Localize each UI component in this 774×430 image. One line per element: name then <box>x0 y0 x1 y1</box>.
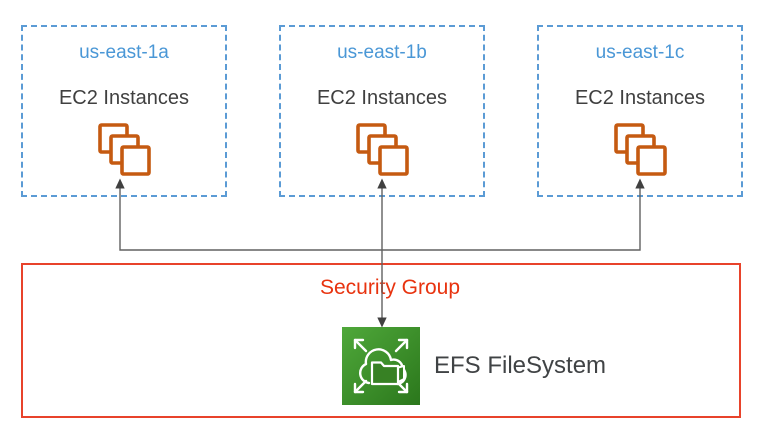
az-box-us-east-1b: us-east-1b EC2 Instances <box>279 25 485 197</box>
ec2-instances-icon <box>98 122 151 176</box>
connector-left-right-branch <box>119 188 641 251</box>
efs-filesystem-label: EFS FileSystem <box>434 352 607 379</box>
ec2-instances-icon <box>614 122 667 176</box>
ec2-instances-label: EC2 Instances <box>574 86 706 109</box>
efs-filesystem: EFS FileSystem <box>342 327 606 405</box>
az-name: us-east-1c <box>595 42 685 63</box>
ec2-instances-label: EC2 Instances <box>316 86 448 109</box>
az-box-us-east-1c: us-east-1c EC2 Instances <box>537 25 743 197</box>
ec2-instances-icon <box>356 122 409 176</box>
az-name: us-east-1a <box>79 42 169 63</box>
security-group-box: Security Group <box>21 263 741 418</box>
ec2-instances-label: EC2 Instances <box>58 86 190 109</box>
security-group-label: Security Group <box>319 276 461 299</box>
efs-filesystem-icon <box>342 327 420 405</box>
az-name: us-east-1b <box>337 42 427 63</box>
az-box-us-east-1a: us-east-1a EC2 Instances <box>21 25 227 197</box>
